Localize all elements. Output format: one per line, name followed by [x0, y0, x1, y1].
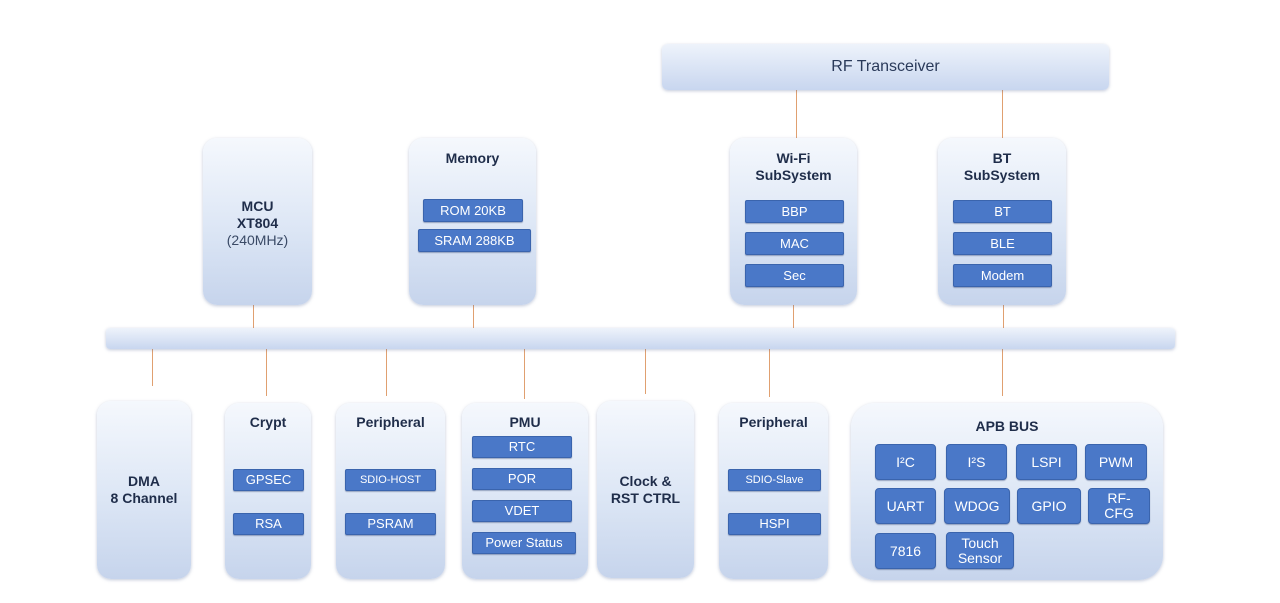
- bt-line1: BT: [992, 150, 1012, 166]
- apb-rf-cfg-line1: RF-: [1107, 490, 1131, 506]
- pmu-block: PMU RTC POR VDET Power Status: [462, 403, 588, 579]
- sdio-host-chip: SDIO-HOST: [345, 469, 436, 491]
- bt-ble-chip: BLE: [953, 232, 1052, 255]
- connector-bus-dma: [152, 349, 153, 386]
- wifi-line2: SubSystem: [755, 167, 832, 183]
- connector-wifi-bus: [793, 305, 794, 328]
- pmu-por-chip: POR: [472, 468, 572, 490]
- dma-title: DMA 8 Channel: [97, 473, 191, 507]
- apb-7816-chip: 7816: [875, 533, 936, 569]
- apb-i2c-chip: I²C: [875, 444, 936, 480]
- rf-transceiver: RF Transceiver: [662, 44, 1109, 90]
- connector-bus-peripheral1: [386, 349, 387, 396]
- memory-rom-chip: ROM 20KB: [423, 199, 523, 222]
- clock-rst-title: Clock & RST CTRL: [597, 473, 694, 507]
- crypt-rsa-chip: RSA: [233, 513, 304, 535]
- apb-touch-line2: Sensor: [957, 549, 1003, 566]
- pmu-power-status-chip: Power Status: [472, 532, 576, 554]
- pmu-title: PMU: [509, 414, 541, 430]
- apb-touch-line1: Touch: [961, 534, 999, 551]
- peripheral-slave-block: Peripheral SDIO-Slave HSPI: [719, 403, 828, 579]
- apb-uart-chip: UART: [875, 488, 936, 524]
- connector-memory-bus: [473, 305, 474, 328]
- connector-rf-bt: [1002, 90, 1003, 138]
- apb-rf-cfg-chip: RF- CFG: [1088, 488, 1150, 524]
- apb-rf-cfg-line2: CFG: [1104, 505, 1134, 521]
- connector-bus-crypt: [266, 349, 267, 396]
- mcu-line3: (240MHz): [226, 232, 289, 248]
- crypt-block: Crypt GPSEC RSA: [225, 403, 311, 579]
- dma-line2: 8 Channel: [110, 490, 178, 506]
- wifi-line1: Wi-Fi: [776, 150, 811, 166]
- peripheral-slave-title: Peripheral: [739, 414, 808, 430]
- pmu-vdet-chip: VDET: [472, 500, 572, 522]
- mcu-block: MCU XT804 (240MHz): [203, 138, 312, 305]
- apb-gpio-chip: GPIO: [1017, 488, 1081, 524]
- apb-wdog-chip: WDOG: [944, 488, 1010, 524]
- clock-line1: Clock &: [619, 473, 672, 489]
- wifi-subsystem-block: Wi-Fi SubSystem BBP MAC Sec: [730, 138, 857, 305]
- rf-transceiver-label: RF Transceiver: [831, 58, 940, 75]
- memory-title: Memory: [445, 150, 500, 166]
- memory-sram-chip: SRAM 288KB: [418, 229, 531, 252]
- memory-block: Memory ROM 20KB SRAM 288KB: [409, 138, 536, 305]
- connector-mcu-bus: [253, 305, 254, 328]
- apb-i2s-chip: I²S: [946, 444, 1007, 480]
- wifi-sec-chip: Sec: [745, 264, 844, 287]
- mcu-title: MCU XT804 (240MHz): [203, 198, 312, 249]
- apb-lspi-chip: LSPI: [1016, 444, 1077, 480]
- peripheral-host-block: Peripheral SDIO-HOST PSRAM: [336, 403, 445, 579]
- apb-bus-block: APB BUS I²C I²S LSPI PWM UART WDOG GPIO …: [851, 403, 1163, 580]
- dma-line1: DMA: [128, 473, 160, 489]
- sdio-slave-chip: SDIO-Slave: [728, 469, 821, 491]
- apb-pwm-chip: PWM: [1085, 444, 1147, 480]
- wifi-mac-chip: MAC: [745, 232, 844, 255]
- crypt-gpsec-chip: GPSEC: [233, 469, 304, 491]
- connector-rf-wifi: [796, 90, 797, 138]
- peripheral-host-title: Peripheral: [356, 414, 425, 430]
- mcu-line2: XT804: [236, 215, 279, 231]
- bt-bt-chip: BT: [953, 200, 1052, 223]
- apb-touch-sensor-chip: Touch Sensor: [946, 532, 1014, 569]
- connector-bus-apb: [1002, 349, 1003, 396]
- apb-bus-title: APB BUS: [975, 418, 1039, 434]
- connector-bus-clock: [645, 349, 646, 394]
- mcu-line1: MCU: [241, 198, 274, 214]
- bt-subsystem-block: BT SubSystem BT BLE Modem: [938, 138, 1066, 305]
- bt-line2: SubSystem: [963, 167, 1041, 183]
- clock-rst-block: Clock & RST CTRL: [597, 401, 694, 578]
- connector-bus-pmu: [524, 349, 525, 399]
- wifi-bbp-chip: BBP: [745, 200, 844, 223]
- system-bus: [106, 328, 1175, 349]
- bt-modem-chip: Modem: [953, 264, 1052, 287]
- connector-bt-bus: [1003, 305, 1004, 328]
- connector-bus-peripheral2: [769, 349, 770, 397]
- psram-chip: PSRAM: [345, 513, 436, 535]
- pmu-rtc-chip: RTC: [472, 436, 572, 458]
- bt-title: BT SubSystem: [938, 150, 1066, 184]
- clock-line2: RST CTRL: [610, 490, 681, 506]
- hspi-chip: HSPI: [728, 513, 821, 535]
- wifi-title: Wi-Fi SubSystem: [730, 150, 857, 184]
- crypt-title: Crypt: [249, 414, 287, 430]
- dma-block: DMA 8 Channel: [97, 401, 191, 579]
